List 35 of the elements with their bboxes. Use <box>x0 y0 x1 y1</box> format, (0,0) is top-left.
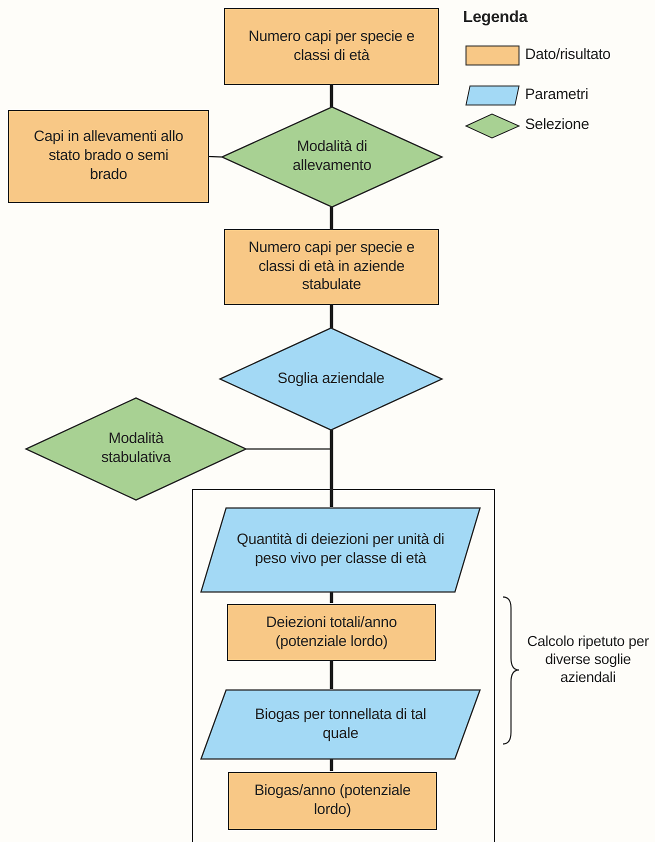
connector-line <box>330 305 334 328</box>
process-box <box>227 604 436 661</box>
legend-label: Dato/risultato <box>525 46 611 65</box>
process-box <box>224 8 439 85</box>
group-frame <box>192 489 495 842</box>
node-label: Modalità stabulativa <box>100 430 172 468</box>
process-box <box>224 229 439 305</box>
parameter-parallelogram <box>201 690 480 759</box>
connector-line <box>330 591 334 603</box>
decision-diamond <box>222 107 442 207</box>
node-label: Soglia aziendale <box>278 370 384 388</box>
node-label: Biogas/anno (potenziale lordo) <box>253 782 412 820</box>
legend-label: Selezione <box>525 116 590 135</box>
process-box <box>228 772 437 830</box>
process-box <box>8 110 209 203</box>
connector-line <box>330 430 334 507</box>
note-text: Calcolo ripetuto per diverse soglie aziendali <box>526 633 650 688</box>
parameter-parallelogram <box>201 508 480 592</box>
connector-line <box>330 660 334 689</box>
node-label: Modalità di allevamento <box>292 138 372 176</box>
legend-label: Parametri <box>525 86 588 105</box>
decision-diamond <box>220 328 442 430</box>
node-label: Numero capi per specie e classi di età in aziende stabulate <box>247 238 416 296</box>
decision-diamond <box>26 398 246 500</box>
connector-line <box>246 448 332 507</box>
node-label: Biogas per tonnellata di tal quale <box>254 706 428 744</box>
node-label: Quantità di deiezioni per unità di peso vivo per classe di età <box>236 531 446 569</box>
node-label: Numero capi per specie e classi di età <box>247 28 416 66</box>
connector-line <box>330 758 334 771</box>
connector-line <box>208 156 222 158</box>
connector-line <box>330 85 334 107</box>
node-label: Capi in allevamenti allo stato brado o semi brado <box>34 128 184 185</box>
connector-line <box>330 207 334 229</box>
node-label: Deiezioni totali/anno (potenziale lordo) <box>265 614 398 652</box>
legend-title: Legenda <box>463 8 528 28</box>
